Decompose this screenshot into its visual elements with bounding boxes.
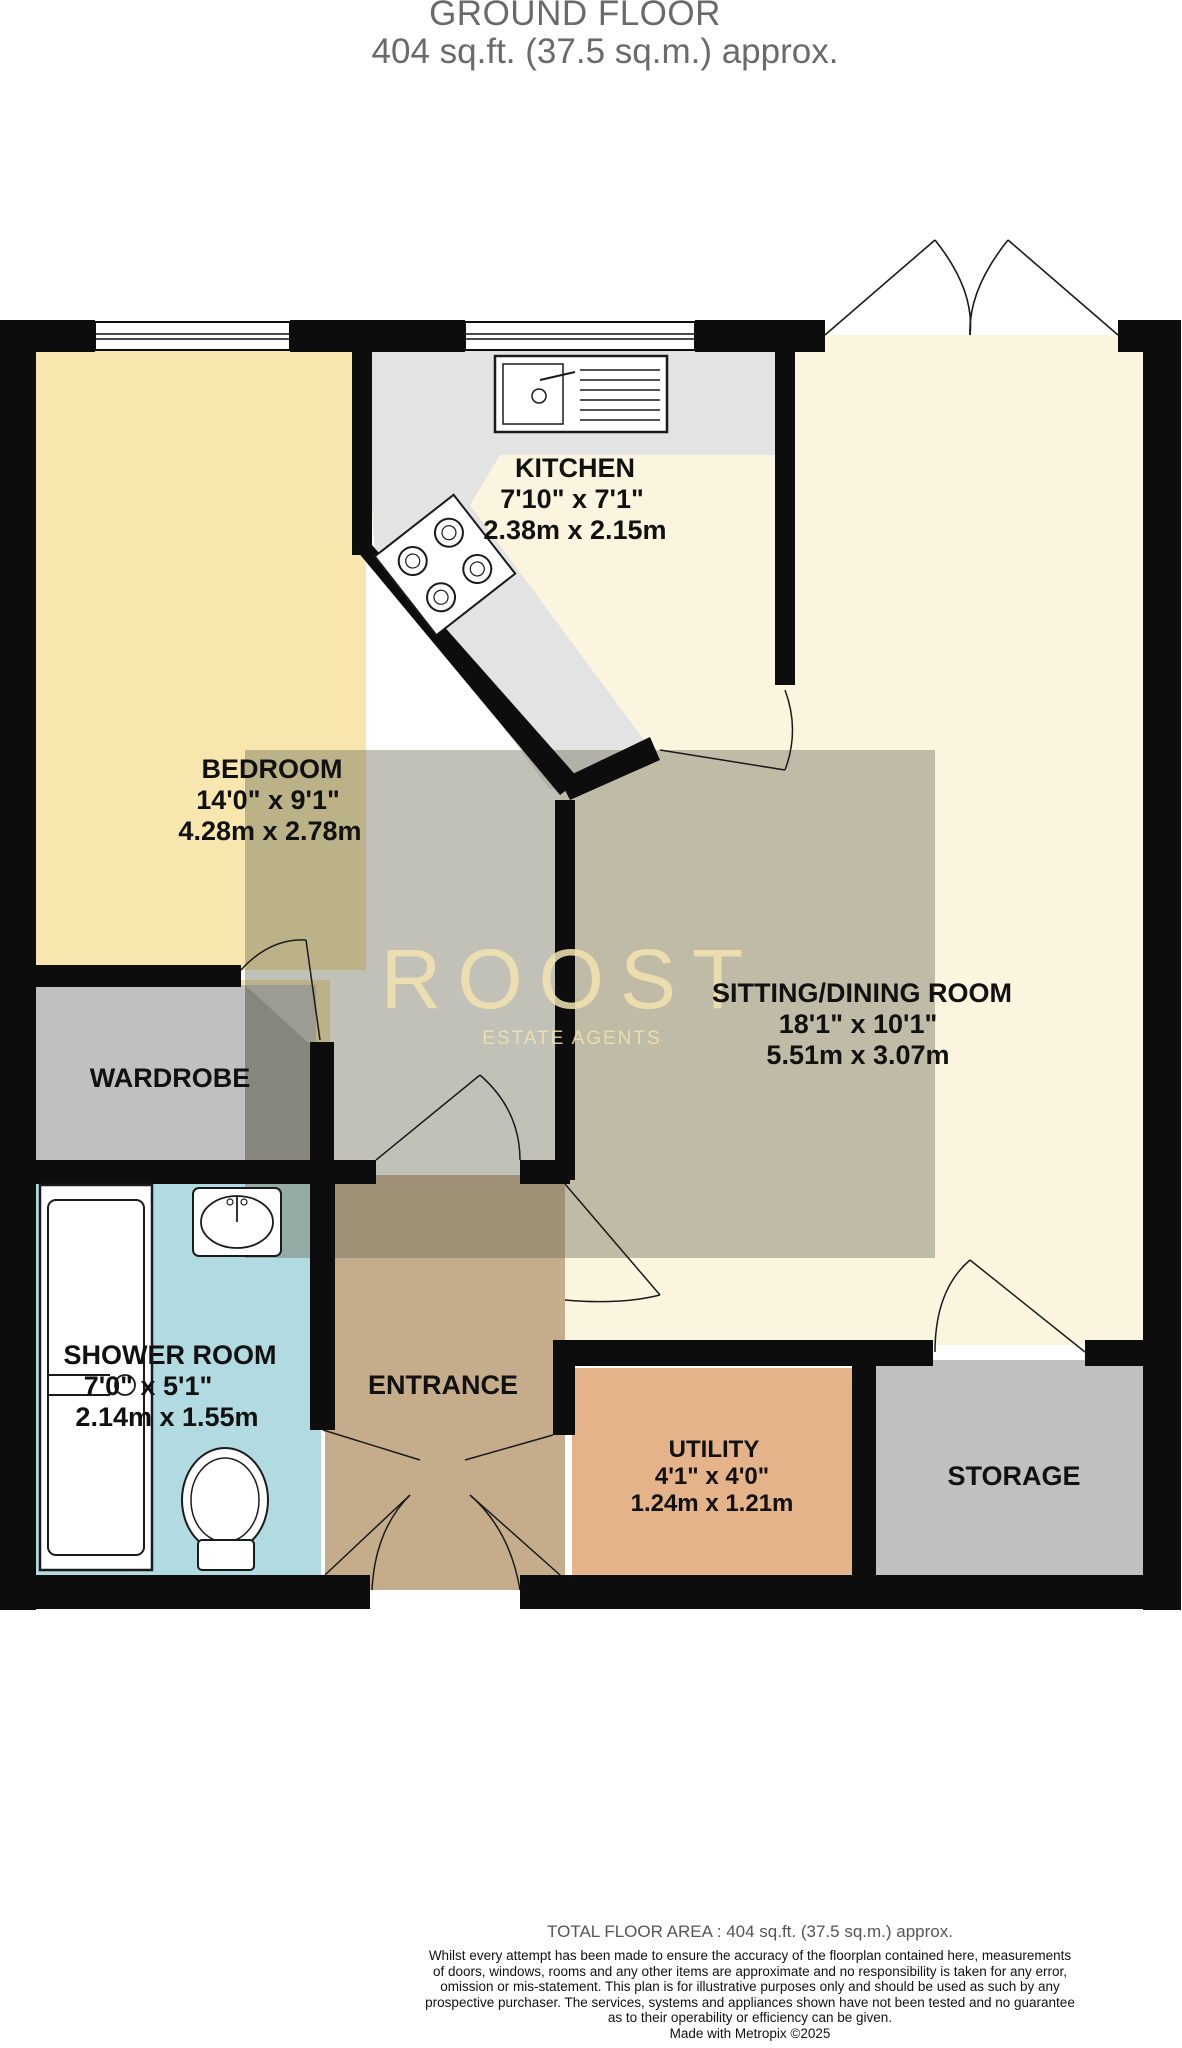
entrance-fill [325, 1175, 565, 1590]
door-swings [240, 689, 1086, 1591]
utility-fill [572, 1368, 855, 1576]
disclaimer-line: as to their operability or efficiency ca… [607, 2010, 893, 2025]
floor-area-summary: 404 sq.ft. (37.5 sq.m.) approx. [371, 32, 839, 71]
kitchen-name: KITCHEN [515, 453, 635, 483]
floor-name: GROUND FLOOR [429, 0, 721, 33]
watermark-brand: ROOST [381, 932, 760, 1026]
wardrobe-name: WARDROBE [90, 1063, 251, 1093]
disclaimer: Whilst every attempt has been made to en… [380, 1948, 1120, 2026]
utility-metric: 1.24m x 1.21m [631, 1490, 794, 1517]
label-entrance: ENTRANCE [368, 1370, 518, 1400]
label-bedroom: BEDROOM 14'0" x 9'1" 4.28m x 2.78m [178, 754, 361, 846]
disclaimer-line: Whilst every attempt has been made to en… [428, 1948, 1072, 1963]
utility-imperial: 4'1" x 4'0" [655, 1463, 769, 1490]
disclaimer-line: of doors, windows, rooms and any other i… [432, 1963, 1068, 1979]
disclaimer-line: omission or mis-statement. This plan is … [440, 1979, 1060, 1994]
toilet-icon [181, 1447, 269, 1571]
label-utility: UTILITY 4'1" x 4'0" 1.24m x 1.21m [631, 1436, 794, 1517]
label-wardrobe: WARDROBE [90, 1063, 251, 1093]
label-kitchen: KITCHEN 7'10" x 7'1" 2.38m x 2.15m [483, 453, 666, 545]
wardrobe-shade [245, 985, 316, 1163]
footer: TOTAL FLOOR AREA : 404 sq.ft. (37.5 sq.m… [380, 1922, 1120, 2041]
label-storage: STORAGE [947, 1461, 1080, 1491]
storage-fill [875, 1360, 1143, 1576]
disclaimer-line: prospective purchaser. The services, sys… [425, 1994, 1075, 2010]
bedroom-imperial: 14'0" x 9'1" [196, 785, 340, 815]
window-bedroom [94, 321, 291, 351]
kitchen-worktop [362, 350, 785, 790]
bedroom-fill [36, 350, 366, 970]
entrance-name: ENTRANCE [368, 1370, 518, 1400]
french-doors [824, 239, 1119, 336]
sitting-room-imperial: 18'1" x 10'1" [779, 1009, 938, 1039]
bedroom-metric: 4.28m x 2.78m [178, 816, 361, 846]
label-sitting-room: SITTING/DINING ROOM 18'1" x 10'1" 5.51m … [712, 978, 1012, 1070]
sitting-room-metric: 5.51m x 3.07m [766, 1040, 949, 1070]
walls [0, 320, 1181, 1610]
kitchen-sink-icon [493, 354, 669, 434]
bath-icon [38, 1183, 154, 1572]
label-shower-room: SHOWER ROOM 7'0" x 5'1" 2.14m x 1.55m [64, 1340, 277, 1432]
bedroom-name: BEDROOM [202, 754, 343, 784]
shower-room-imperial: 7'0" x 5'1" [84, 1371, 213, 1401]
window-kitchen [464, 321, 696, 351]
utility-name: UTILITY [669, 1436, 760, 1463]
kitchen-imperial: 7'10" x 7'1" [500, 484, 644, 514]
watermark-tagline: ESTATE AGENTS [482, 1028, 661, 1049]
shower-room-name: SHOWER ROOM [64, 1340, 277, 1370]
basin-icon [192, 1187, 282, 1257]
total-floor-area: TOTAL FLOOR AREA : 404 sq.ft. (37.5 sq.m… [547, 1922, 953, 1941]
kitchen-metric: 2.38m x 2.15m [483, 515, 666, 545]
sitting-room-name: SITTING/DINING ROOM [712, 978, 1012, 1008]
storage-name: STORAGE [947, 1461, 1080, 1491]
shower-room-metric: 2.14m x 1.55m [75, 1402, 258, 1432]
made-with-credit: Made with Metropix ©2025 [669, 2025, 831, 2041]
hob-icon [373, 493, 517, 637]
